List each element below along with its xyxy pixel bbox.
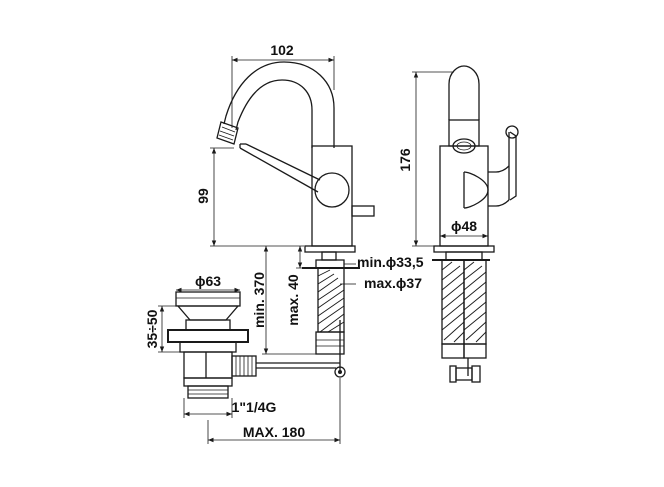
mixer-side-view [216,61,375,378]
lever-handle [239,143,350,208]
dimension-99: 99 [195,147,304,247]
dim-thread: 1"1/4G [232,399,277,415]
popup-knob [351,205,375,217]
nozzle-outline [216,121,239,145]
popup-waste [167,291,340,399]
dimension-thread: 1"1/4G [183,398,277,418]
dimension-40: max. 40 [285,246,318,326]
dim-waste-diameter: ϕ63 [195,273,221,289]
dimension-phi63: ϕ63 [176,273,240,293]
dim-body-diameter: ϕ48 [451,218,477,234]
dimension-370: min. 370 [251,246,316,355]
rod-pivot [334,366,346,378]
dim-hole-min: min.ϕ33,5 [357,254,424,270]
dim-hose-length: min. 370 [251,272,267,328]
dimension-180: MAX. 180 [207,378,341,444]
dimension-102: 102 [231,42,335,128]
mixer-front-view [432,65,519,383]
rod-nut [235,356,253,376]
dim-rod-length: MAX. 180 [243,424,305,440]
dim-spout-height: 99 [195,188,211,204]
dim-spout-reach: 102 [270,42,294,58]
dimension-phi48: ϕ48 [440,218,488,239]
dimension-176: 176 [397,71,454,247]
dimension-hole: min.ϕ33,5 max.ϕ37 [340,254,424,291]
lever-tip [505,125,519,139]
hose-braid-side [317,269,345,333]
hose-braid-front [441,261,487,343]
dim-deck-thickness: max. 40 [285,274,301,326]
dim-waste-height: 35÷50 [144,309,160,348]
mixer-body [311,145,353,247]
dimension-35-50: 35÷50 [144,305,182,353]
dim-total-height: 176 [397,148,413,172]
base-plate [304,245,356,253]
dim-hole-max: max.ϕ37 [364,275,422,291]
